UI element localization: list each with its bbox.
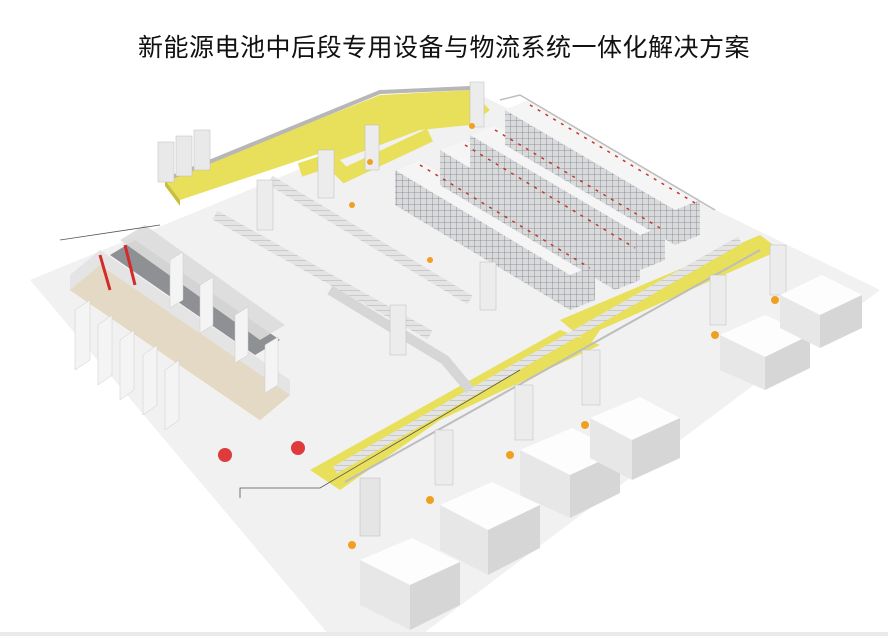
top-left-towers [157,129,211,183]
high-bay-warehouse [395,94,716,310]
elevator-tower [256,81,787,537]
slide-title: 新能源电池中后段专用设备与物流系统一体化解决方案 [137,33,750,62]
upper-yellow-platform [165,86,490,206]
formation-rack [70,225,305,462]
process-building [360,275,862,630]
floor-guide-lines [59,224,521,498]
middle-yellow-platform [310,235,780,490]
factory-illustration [30,81,880,632]
robot-arm [348,123,779,549]
bottom-strip [0,632,888,636]
